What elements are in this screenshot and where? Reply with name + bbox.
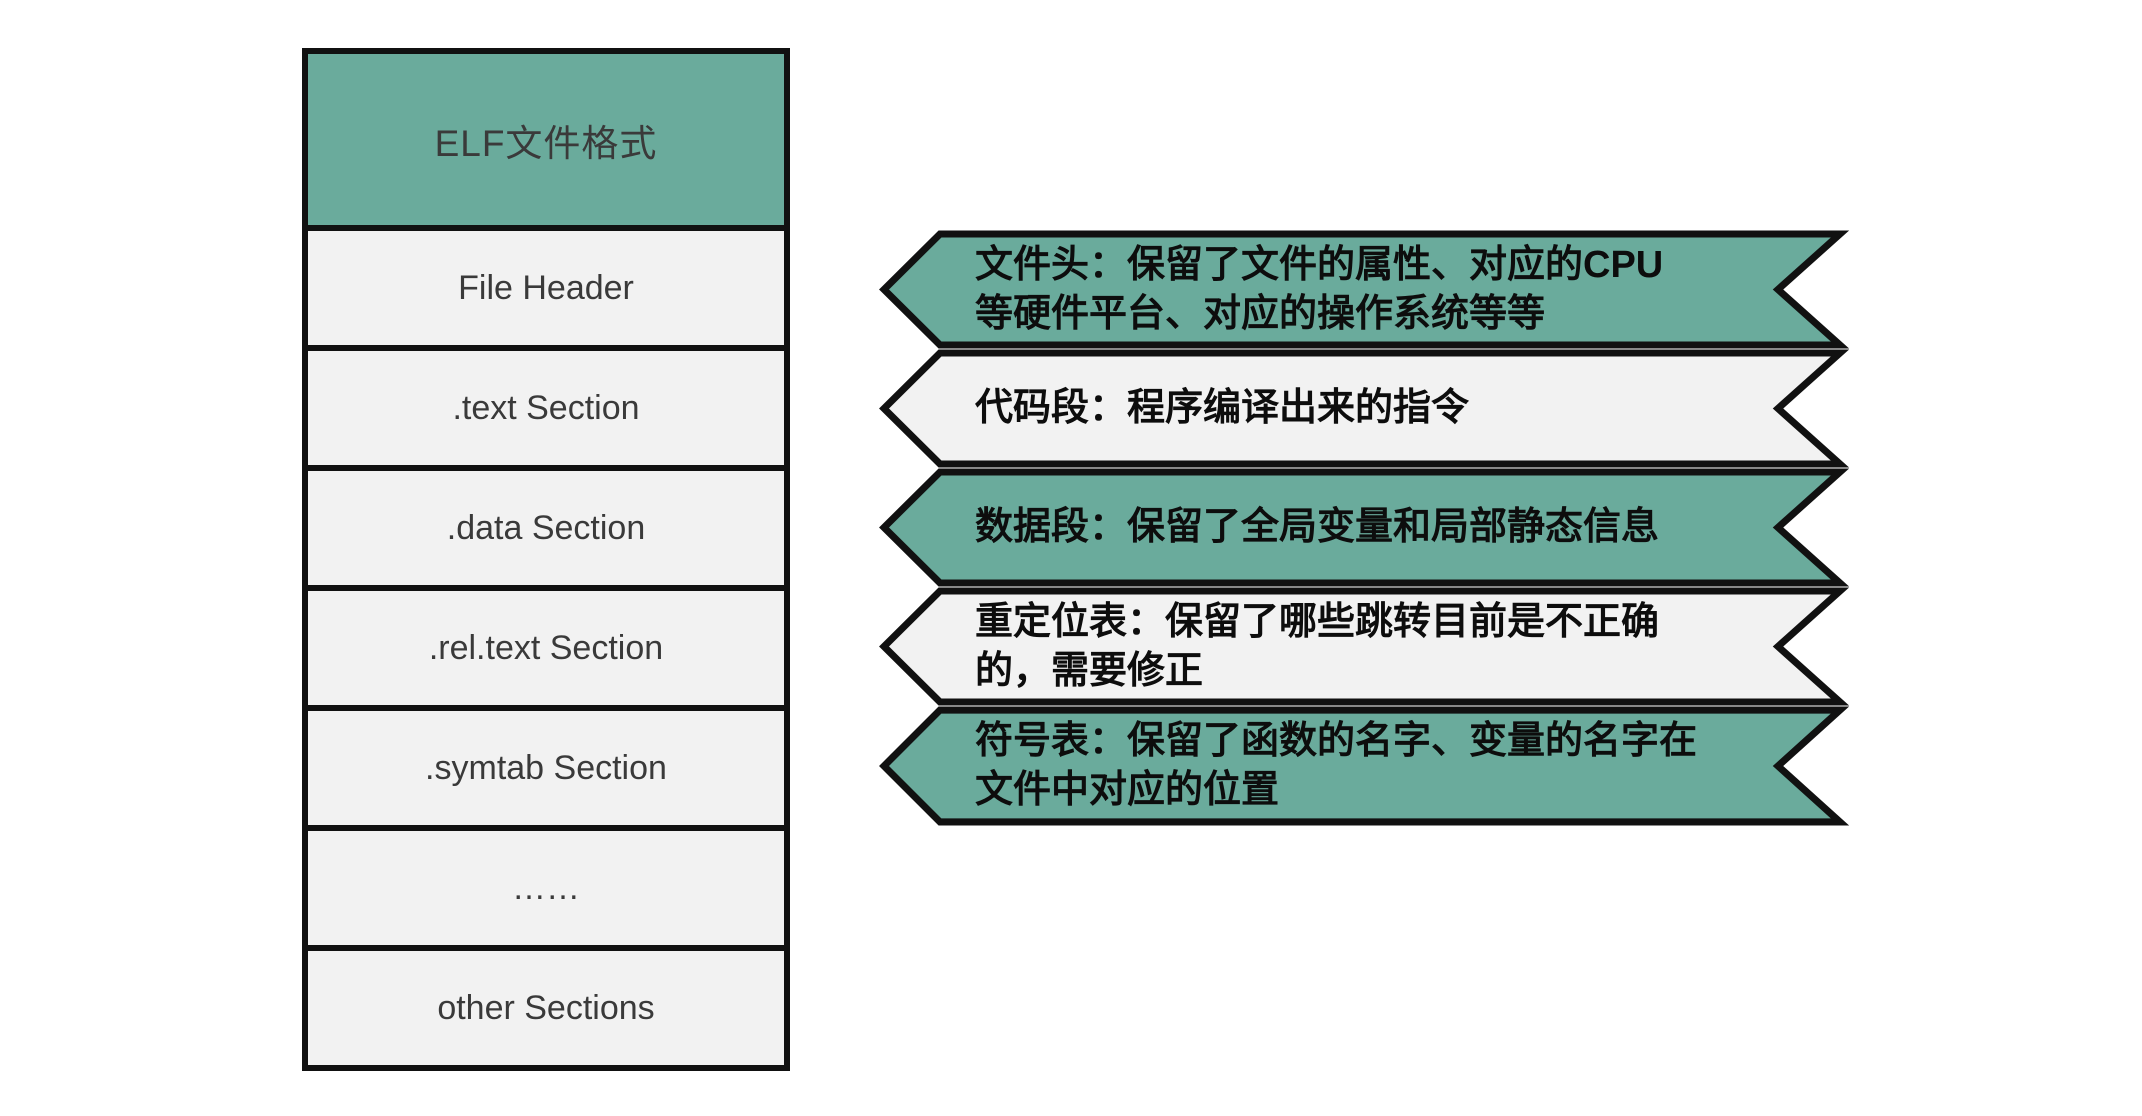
banner-text: 重定位表：保留了哪些跳转目前是不正确 的，需要修正 <box>975 600 1660 692</box>
banner-text: 符号表：保留了函数的名字、变量的名字在 文件中对应的位置 <box>975 720 1698 811</box>
ribbon-arrow-shape <box>879 706 1850 826</box>
banner-text: 代码段：程序编译出来的指令 <box>975 387 1470 429</box>
annotation-banner-file-header: 文件头：保留了文件的属性、对应的CPU 等硬件平台、对应的操作系统等等 <box>877 230 1850 349</box>
table-row-text-section: .text Section <box>308 351 784 471</box>
table-row-file-header: File Header <box>308 231 784 351</box>
table-row-symtab-section: .symtab Section <box>308 711 784 831</box>
table-row-data-section: .data Section <box>308 471 784 591</box>
ribbon-arrow-shape <box>879 468 1850 587</box>
table-row-ellipsis: …… <box>308 831 784 951</box>
annotation-banner-text-section: 代码段：程序编译出来的指令 <box>877 349 1850 468</box>
banner-text: 文件头：保留了文件的属性、对应的CPU 等硬件平台、对应的操作系统等等 <box>975 243 1664 335</box>
ribbon-arrow-shape <box>879 587 1850 706</box>
annotation-banner-data-section: 数据段：保留了全局变量和局部静态信息 <box>877 468 1850 587</box>
table-header-elf-format: ELF文件格式 <box>308 54 784 231</box>
banner-text: 数据段：保留了全局变量和局部静态信息 <box>975 506 1660 548</box>
ribbon-arrow-shape <box>879 349 1850 468</box>
ribbon-arrow-shape <box>879 230 1850 349</box>
annotation-banner-symtab-section: 符号表：保留了函数的名字、变量的名字在 文件中对应的位置 <box>877 706 1850 826</box>
table-row-reltext-section: .rel.text Section <box>308 591 784 711</box>
table-row-other-sections: other Sections <box>308 951 784 1065</box>
elf-structure-table: ELF文件格式 File Header .text Section .data … <box>302 48 790 1071</box>
annotation-banner-reltext-section: 重定位表：保留了哪些跳转目前是不正确 的，需要修正 <box>877 587 1850 706</box>
